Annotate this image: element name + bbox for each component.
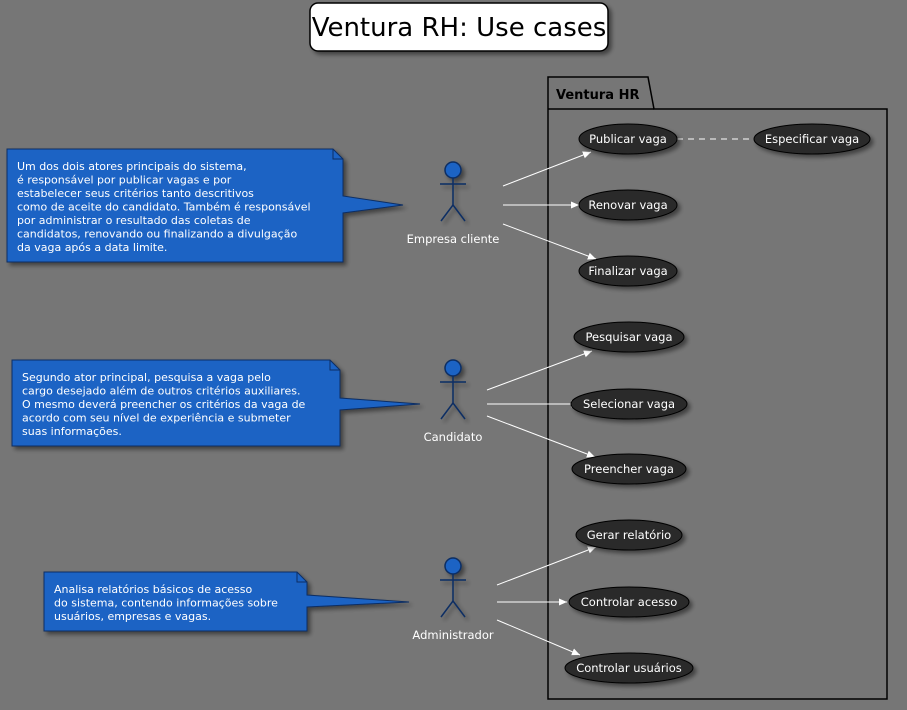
actor-label: Empresa cliente [407, 232, 500, 246]
note-admin [43, 571, 410, 632]
use-case-label: Especificar vaga [765, 132, 859, 146]
use-case-controlar-usuarios: Controlar usuários [564, 652, 694, 684]
actor-empresa-cliente [440, 161, 466, 222]
note-empresa-line: como de aceite do candidato. Também é re… [17, 201, 311, 214]
use-case-especificar-vaga: Especificar vaga [753, 123, 871, 155]
assoc-candidato-pesquisar [486, 350, 593, 391]
use-case-label: Publicar vaga [589, 132, 667, 146]
use-case-label: Preencher vaga [584, 462, 674, 476]
use-case-label: Pesquisar vaga [586, 330, 673, 344]
note-empresa-line: é responsável por publicar vagas e por [17, 174, 232, 187]
use-case-publicar-vaga: Publicar vaga [578, 123, 678, 155]
associations [486, 138, 756, 656]
actor-label: Candidato [424, 430, 483, 444]
note-candidato [11, 359, 421, 447]
assoc-admin-usuarios [496, 619, 581, 656]
use-case-controlar-acesso: Controlar acesso [568, 586, 690, 618]
note-candidato-text: Segundo ator principal, pesquisa a vaga … [22, 371, 309, 438]
use-case-selecionar-vaga: Selecionar vaga [570, 388, 688, 420]
use-case-label: Controlar acesso [581, 595, 677, 609]
use-case-renovar-vaga: Renovar vaga [578, 189, 678, 221]
package-ventura-hr: Ventura HR [547, 76, 888, 700]
note-empresa-line: candidatos, renovando ou finalizando a d… [17, 228, 297, 241]
actor-administrador [440, 557, 466, 618]
note-candidato-line: acordo com seu nível de experiência e su… [22, 412, 291, 425]
assoc-admin-relatorio [496, 546, 597, 586]
note-empresa-line: Um dos dois atores principais do sistema… [17, 160, 247, 173]
assoc-empresa-publicar [502, 151, 592, 187]
note-empresa-line: da vaga após a data limite. [17, 241, 167, 254]
note-empresa-line: por administrar o resultado das coletas … [17, 214, 251, 227]
diagram-title: Ventura RH: Use cases [309, 2, 609, 52]
actor-label: Administrador [412, 628, 493, 642]
assoc-empresa-finalizar [502, 223, 597, 260]
use-case-label: Controlar usuários [576, 661, 682, 675]
use-case-label: Renovar vaga [588, 198, 667, 212]
note-candidato-line: suas informações. [22, 425, 122, 438]
note-candidato-line: Segundo ator principal, pesquisa a vaga … [22, 371, 271, 384]
use-case-label: Selecionar vaga [583, 397, 675, 411]
actor-candidato [440, 359, 466, 420]
note-candidato-line: cargo desejado além de outros critérios … [22, 385, 301, 398]
package-label: Ventura HR [556, 88, 640, 103]
note-empresa-text: Um dos dois atores principais do sistema… [17, 160, 314, 254]
note-admin-text: Analisa relatórios básicos de acesso do … [54, 583, 281, 623]
note-admin-line: usuários, empresas e vagas. [54, 610, 211, 623]
use-case-finalizar-vaga: Finalizar vaga [578, 255, 678, 287]
use-case-label: Finalizar vaga [588, 264, 667, 278]
use-case-gerar-relatorio: Gerar relatório [575, 519, 683, 551]
diagram-title-text: Ventura RH: Use cases [312, 13, 607, 43]
use-case-preencher-vaga: Preencher vaga [571, 453, 687, 485]
note-candidato-line: O mesmo deverá preencher os critérios da… [22, 398, 306, 411]
note-empresa [6, 148, 404, 263]
assoc-candidato-preencher [486, 415, 596, 458]
note-admin-line: Analisa relatórios básicos de acesso [54, 583, 253, 596]
use-case-pesquisar-vaga: Pesquisar vaga [573, 321, 685, 353]
use-case-label: Gerar relatório [587, 528, 671, 542]
note-admin-line: do sistema, contendo informações sobre [54, 597, 278, 610]
note-empresa-line: estabelecer seus critérios tanto descrit… [17, 187, 254, 200]
